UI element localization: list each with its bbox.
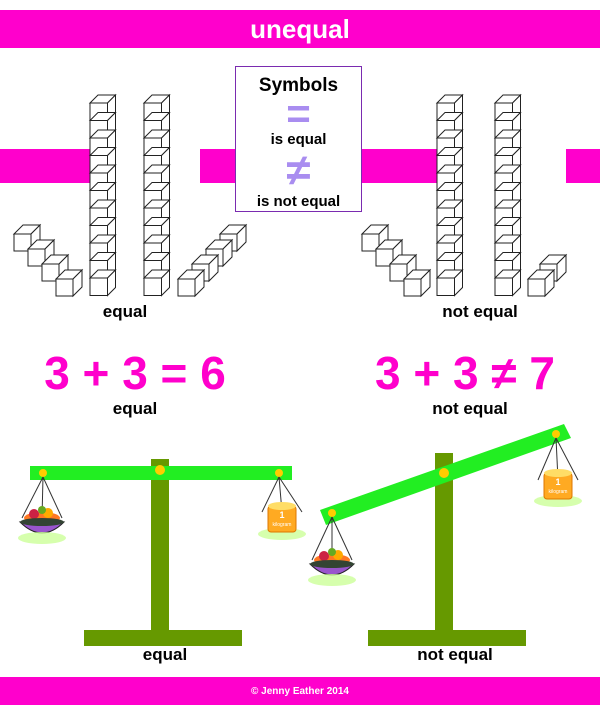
middle-accent-band-a bbox=[200, 149, 235, 183]
scale-post bbox=[435, 453, 453, 642]
equation-not-equal-label: not equal bbox=[432, 399, 508, 418]
beam-center-pivot bbox=[439, 468, 449, 478]
equation-equal-label: equal bbox=[112, 399, 158, 418]
equation-equal: 3 + 3 = 6 bbox=[44, 347, 226, 399]
scale-not-equal-label: not equal bbox=[417, 645, 493, 664]
not-equal-symbol-label: is not equal bbox=[256, 193, 341, 210]
beam-end-pivot bbox=[552, 430, 560, 438]
unit-cube bbox=[176, 268, 206, 298]
fruit-basket bbox=[308, 548, 356, 586]
tens-rod-cube bbox=[88, 268, 117, 297]
blocks-equal-label: equal bbox=[102, 302, 148, 321]
scale-post bbox=[151, 459, 169, 642]
footer: © Jenny Eather 2014 bbox=[0, 677, 600, 705]
tens-rod-cube bbox=[435, 268, 464, 297]
symbols-box: Symbols = is equal ≠ is not equal bbox=[235, 66, 362, 212]
kilogram-weight: 1 kilogram bbox=[258, 502, 306, 540]
weight-label: 1 bbox=[555, 477, 560, 487]
scale-base bbox=[368, 630, 526, 646]
kilogram-weight: 1 kilogram bbox=[534, 469, 582, 507]
right-accent-band-b bbox=[566, 149, 600, 183]
weight-label: 1 bbox=[279, 510, 284, 520]
unit-cube bbox=[526, 268, 556, 298]
page-title: unequal bbox=[250, 13, 350, 44]
fruit-basket bbox=[18, 506, 66, 544]
blocks-not-equal-label: not equal bbox=[442, 302, 518, 321]
weight-sublabel: kilogram bbox=[549, 489, 568, 495]
unit-cube bbox=[402, 268, 432, 298]
title-bar: unequal bbox=[0, 10, 600, 48]
equal-symbol-label: is equal bbox=[270, 131, 327, 148]
symbols-title: Symbols bbox=[258, 75, 339, 96]
beam-center-pivot bbox=[155, 465, 165, 475]
not-equal-symbol: ≠ bbox=[286, 146, 311, 195]
beam-end-pivot bbox=[328, 509, 336, 517]
copyright-text: © Jenny Eather 2014 bbox=[251, 685, 349, 697]
beam-end-pivot bbox=[39, 469, 47, 477]
beam-end-pivot bbox=[275, 469, 283, 477]
scale-equal-label: equal bbox=[142, 645, 188, 664]
equation-not-equal: 3 + 3 ≠ 7 bbox=[375, 347, 555, 399]
weight-sublabel: kilogram bbox=[273, 522, 292, 528]
equal-symbol: = bbox=[286, 90, 311, 137]
tens-rod-cube bbox=[493, 268, 522, 297]
scale-base bbox=[84, 630, 242, 646]
left-accent-band bbox=[0, 149, 92, 183]
tens-rod-cube bbox=[142, 268, 171, 297]
unit-cube bbox=[54, 268, 84, 298]
right-accent-band-a bbox=[362, 149, 440, 183]
